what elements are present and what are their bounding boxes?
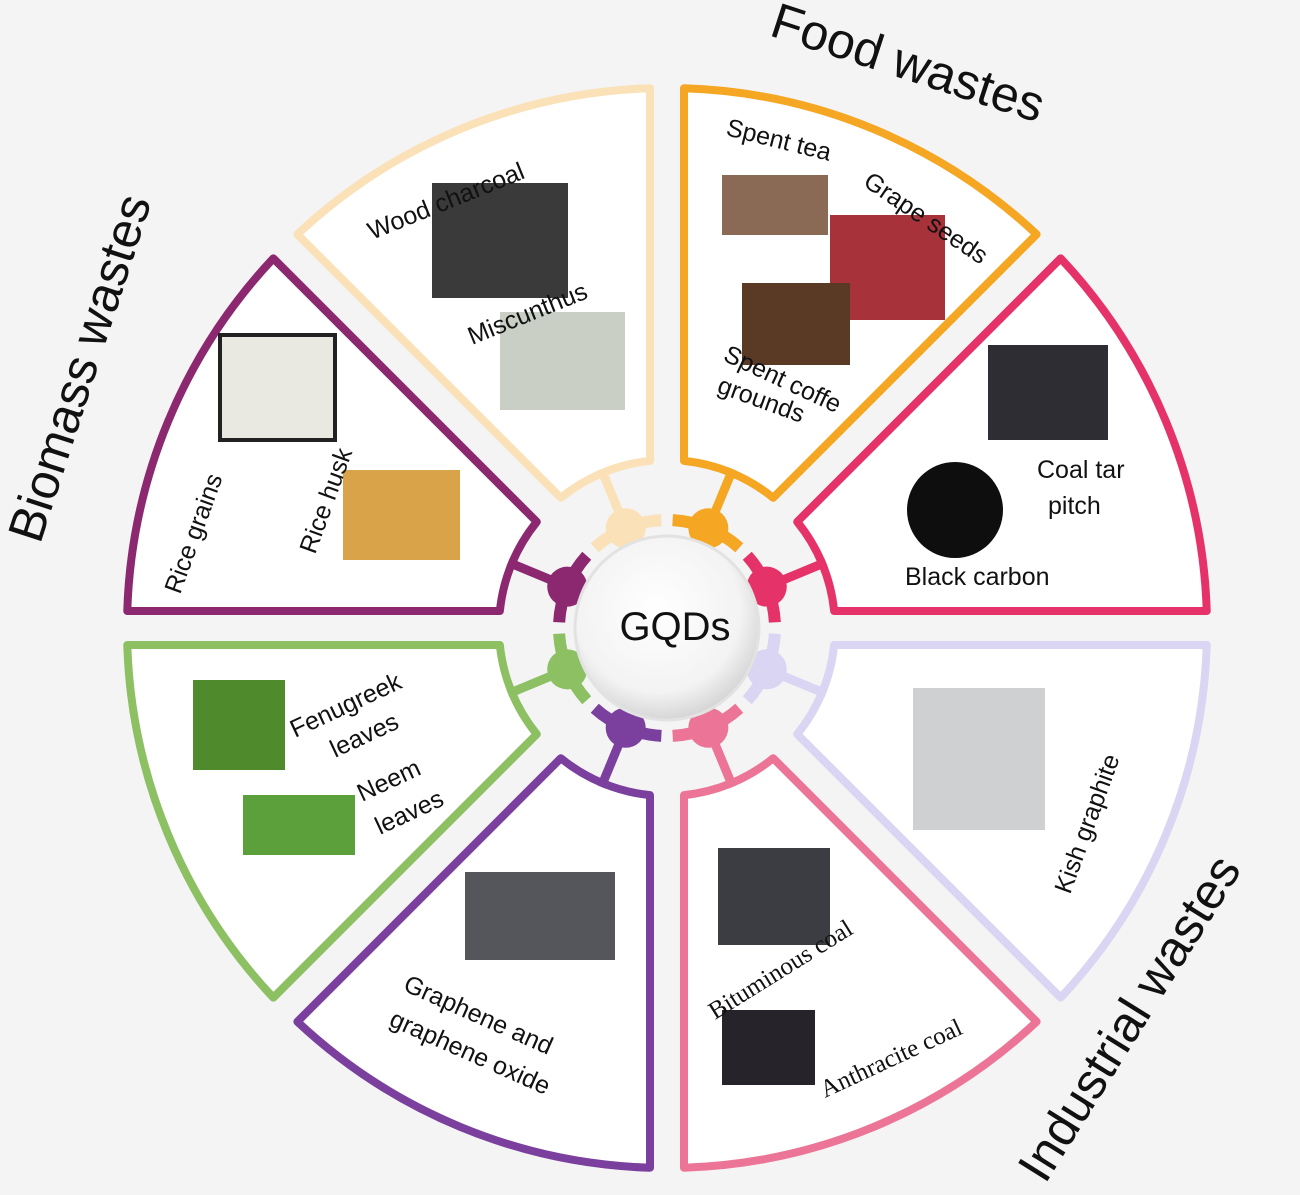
bituminous-coal-image bbox=[718, 848, 830, 945]
connector-node-coal-tar bbox=[746, 566, 787, 607]
neem-image bbox=[243, 795, 355, 855]
label-coal-tar-line1: Coal tar bbox=[1037, 456, 1125, 484]
images bbox=[193, 175, 1108, 1085]
connectors-layer bbox=[506, 467, 828, 789]
black-carbon-image bbox=[907, 462, 1003, 558]
label-coal-tar-line2: pitch bbox=[1048, 492, 1101, 520]
rice-grains-image bbox=[218, 333, 337, 442]
spent-tea-image bbox=[722, 175, 828, 235]
rice-husk-image bbox=[343, 470, 460, 560]
wood-charcoal-image bbox=[432, 183, 568, 298]
kish-graphite-image bbox=[913, 688, 1045, 830]
center-circle bbox=[573, 534, 761, 722]
miscunthus-image bbox=[500, 312, 625, 410]
connector-node-rice bbox=[547, 566, 588, 607]
label-black-carbon: Black carbon bbox=[905, 563, 1050, 591]
connector-node-kish-graphite bbox=[746, 649, 787, 690]
connector-node-graphene bbox=[605, 707, 646, 748]
coal-tar-pitch-image bbox=[988, 345, 1108, 440]
connector-node-leaves bbox=[547, 649, 588, 690]
anthracite-coal-image bbox=[722, 1010, 815, 1085]
fenugreek-image bbox=[193, 680, 285, 770]
spent-coffee-image bbox=[742, 283, 850, 365]
connector-node-coal bbox=[688, 707, 729, 748]
connector-node-food bbox=[688, 508, 729, 549]
center-label: GQDs bbox=[619, 605, 730, 649]
connector-node-wood bbox=[605, 508, 646, 549]
graphene-image bbox=[465, 872, 615, 960]
category-biomass-wastes: Biomass wastes bbox=[0, 188, 162, 549]
